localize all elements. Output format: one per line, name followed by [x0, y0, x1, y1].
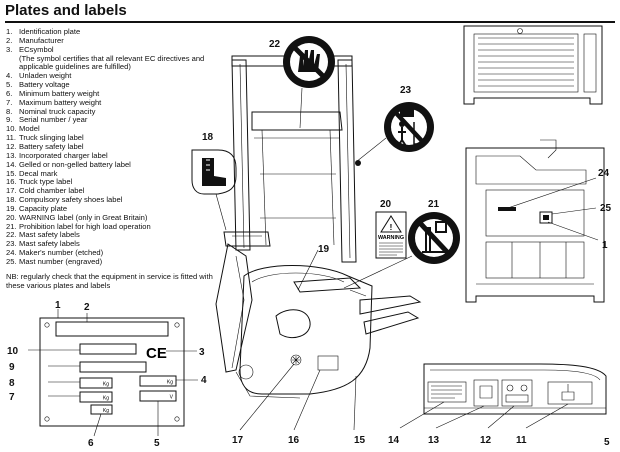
callout-1: 1: [55, 300, 61, 311]
kg-unit: Kg: [103, 382, 109, 388]
callout-22: 22: [269, 39, 281, 50]
battery-compartment-detail: 14 13 12 11: [388, 363, 607, 446]
mast-top-detail: [463, 25, 603, 105]
plate-outline: [39, 317, 185, 427]
gelled-battery-label: [427, 381, 467, 403]
mast-chassis-detail: 24 25 1: [465, 139, 612, 303]
callout-18: 18: [202, 132, 214, 143]
capacity-field: [79, 377, 113, 389]
callout-8: 8: [9, 378, 15, 389]
legend-item-13: 13.Incorporated charger label: [6, 150, 108, 160]
makers-number-mark: [498, 207, 516, 211]
legend-item-1: 1.Identification plate: [6, 27, 81, 36]
callout-2: 2: [84, 302, 90, 313]
page-number: 5: [604, 437, 610, 448]
mast-number-plate: [539, 211, 553, 224]
legend-item-22: 22.Mast safety labels: [6, 230, 80, 240]
serial-field: [79, 361, 147, 373]
callout-4: 4: [201, 375, 207, 386]
charger-label: [473, 379, 499, 407]
stacker-truck-drawing: ! WARNING 18 22 23 20 21 19 17: [191, 36, 460, 446]
legend-item-9: 9.Serial number / year: [6, 115, 88, 125]
manufacturer-field: [55, 321, 169, 337]
page-title: Plates and labels: [5, 2, 127, 19]
cold-chamber-icon: [290, 354, 302, 366]
callout-13: 13: [428, 435, 440, 446]
rivet-icon: [174, 322, 180, 328]
legend-item-5: 5.Battery voltage: [6, 80, 70, 90]
callout-11: 11: [516, 435, 527, 446]
callout-6: 6: [88, 438, 94, 449]
legend-item-3: 3.ECsymbol(The symbol certifies that all…: [6, 44, 205, 72]
max-battery-field: [79, 391, 113, 403]
warning-label: [375, 211, 407, 259]
legend-item-4: 4.Unladen weight: [6, 71, 72, 81]
legend-item-8: 8.Nominal truck capacity: [6, 106, 96, 116]
callout-20: 20: [380, 199, 392, 210]
callout-21: 21: [428, 199, 440, 210]
callout-9: 9: [9, 362, 15, 373]
unladen-weight-field: [139, 375, 177, 387]
safety-shoes-label: [191, 149, 237, 195]
callout-12: 12: [480, 435, 492, 446]
drive-wheel: [238, 364, 254, 380]
legend-item-24: 24.Maker's number (etched): [6, 248, 104, 258]
legend-item-14: 14.Gelled or non-gelled battery label: [6, 159, 131, 169]
callout-24: 24: [598, 168, 610, 179]
battery-safety-label: [501, 379, 533, 407]
rivet-icon: [174, 416, 180, 422]
callout-25: 25: [600, 203, 612, 214]
callout-1: 1: [602, 240, 608, 251]
legend-item-17: 17.Cold chamber label: [6, 186, 85, 196]
model-field: [79, 343, 137, 355]
legend-item-11: 11.Truck slinging label: [6, 133, 84, 143]
callout-5: 5: [154, 438, 160, 449]
legend-item-7: 7.Maximum battery weight: [6, 97, 102, 107]
v-unit: V: [170, 395, 174, 401]
truck-type-label: [317, 355, 339, 371]
callout-7: 7: [9, 392, 15, 403]
ce-mark: CE: [146, 345, 167, 362]
legend-item-20: 20.WARNING label (only in Great Britain): [6, 212, 148, 222]
legend-item-25: 25.Mast number (engraved): [6, 256, 103, 266]
slinging-label: [547, 381, 593, 405]
legend-item-16: 16.Truck type label: [6, 177, 73, 187]
legend-item-12: 12.Battery safety label: [6, 141, 84, 151]
maintenance-note: NB: regularly check that the equipment i…: [6, 272, 213, 290]
callout-23: 23: [400, 85, 412, 96]
min-battery-field: [90, 404, 113, 415]
legend-item-2: 2.Manufacturer: [6, 35, 64, 45]
warning-triangle-icon: [380, 215, 402, 233]
callout-19: 19: [318, 244, 330, 255]
kg-unit: Kg: [103, 408, 109, 414]
warning-label-heading: WARNING: [378, 235, 404, 241]
safety-boot-icon: [202, 158, 226, 186]
legend-item-19: 19.Capacity plate: [6, 203, 68, 213]
kg-unit: Kg: [167, 380, 173, 386]
legend-item-10: 10.Model: [6, 124, 40, 134]
svg-text:!: !: [390, 223, 393, 232]
title-rule: [5, 21, 615, 23]
callout-14: 14: [388, 435, 400, 446]
legend-item-23: 23.Mast safety labels: [6, 239, 80, 249]
callout-10: 10: [7, 346, 19, 357]
callout-16: 16: [288, 435, 300, 446]
rivet-icon: [44, 322, 50, 328]
legend-list: 1.Identification plate 2.Manufacturer 3.…: [6, 27, 221, 267]
legend-item-15: 15.Decal mark: [6, 168, 58, 178]
legend-item-18: 18.Compulsory safety shoes label: [6, 195, 123, 205]
legend-item-21: 21.Prohibition label for high load opera…: [6, 221, 151, 231]
rivet-icon: [44, 416, 50, 422]
legend-item-6: 6.Minimum battery weight: [6, 88, 100, 98]
callout-3: 3: [199, 347, 205, 358]
callout-17: 17: [232, 435, 244, 446]
identification-plate-drawing: Kg Kg Kg Kg V CE 1 2 10 3 9 4: [7, 300, 207, 449]
kg-unit: Kg: [103, 396, 109, 402]
callout-15: 15: [354, 435, 366, 446]
